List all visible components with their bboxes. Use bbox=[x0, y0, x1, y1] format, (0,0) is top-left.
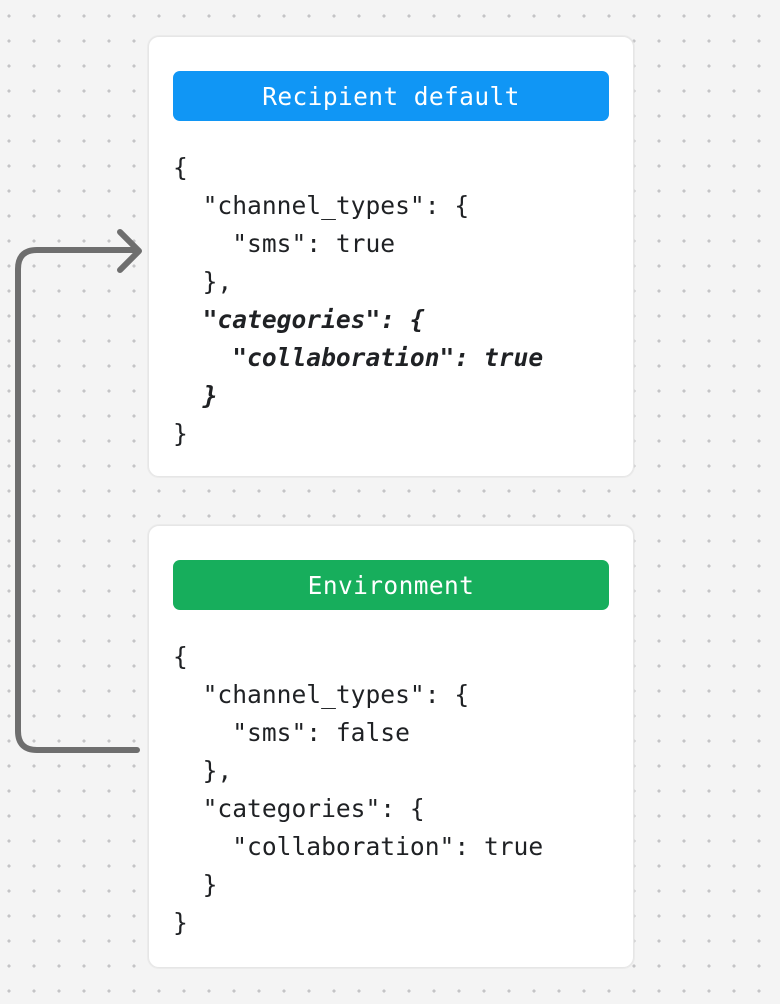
json-line: "channel_types": { bbox=[173, 680, 470, 709]
json-body-environment: { "channel_types": { "sms": false }, "ca… bbox=[173, 638, 609, 942]
card-header-label: Recipient default bbox=[262, 81, 520, 111]
json-line: } bbox=[173, 381, 218, 410]
json-line: "sms": false bbox=[173, 718, 410, 747]
card-header-label: Environment bbox=[307, 570, 475, 600]
json-line: }, bbox=[173, 756, 233, 785]
json-line: "collaboration": true bbox=[173, 343, 544, 372]
json-line: "sms": true bbox=[173, 229, 396, 258]
card-recipient-default[interactable]: Recipient default { "channel_types": { "… bbox=[148, 36, 634, 477]
json-line: } bbox=[173, 908, 188, 937]
arrowhead-icon bbox=[117, 229, 142, 273]
json-line: }, bbox=[173, 267, 233, 296]
json-line: "categories": { bbox=[173, 305, 425, 334]
json-body-recipient-default: { "channel_types": { "sms": true }, "cat… bbox=[173, 149, 609, 453]
json-line: "collaboration": true bbox=[173, 832, 544, 861]
json-line: "channel_types": { bbox=[173, 191, 470, 220]
json-line: } bbox=[173, 870, 218, 899]
json-line: } bbox=[173, 419, 188, 448]
card-header-environment[interactable]: Environment bbox=[173, 560, 609, 610]
json-line: "categories": { bbox=[173, 794, 425, 823]
json-line: { bbox=[173, 642, 188, 671]
card-environment[interactable]: Environment { "channel_types": { "sms": … bbox=[148, 525, 634, 968]
card-header-recipient-default[interactable]: Recipient default bbox=[173, 71, 609, 121]
json-line: { bbox=[173, 153, 188, 182]
u-turn-arrow-icon bbox=[15, 247, 140, 753]
